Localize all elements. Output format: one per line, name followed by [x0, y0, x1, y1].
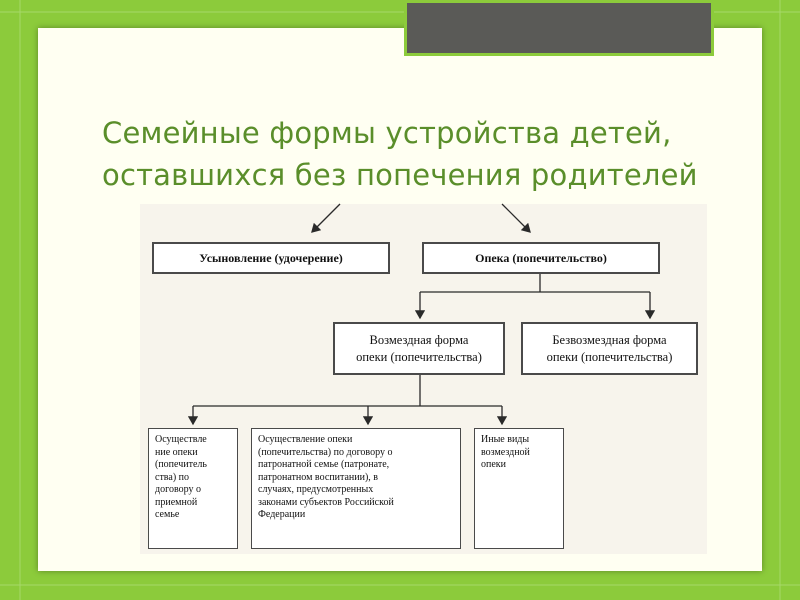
arrow-to-guardianship: [501, 203, 531, 233]
node-patronage-line-3: патронатной семье (патронате,: [258, 459, 390, 470]
node-foster-family-line-1: Осуществле: [155, 434, 207, 445]
diagram-connectors: [187, 203, 656, 426]
node-free-form-line-1: Безвозмездная форма: [552, 332, 667, 347]
node-patronage-line-6: законами субъектов Российской: [258, 496, 394, 508]
node-other-types-line-2: возмездной: [481, 446, 530, 458]
node-paid-form-line-1: Возмездная форма: [369, 332, 469, 347]
node-paid-form: Возмездная форма опеки (попечительства): [333, 322, 505, 375]
node-other-types: Иные виды возмездной опеки: [474, 428, 564, 549]
node-patronage: Осуществление опеки (попечительства) по …: [251, 428, 461, 549]
node-foster-family-line-5: договору о: [155, 484, 201, 495]
node-foster-family: Осуществле ние опеки (попечитель ства) п…: [148, 428, 238, 549]
node-foster-family-line-7: семье: [155, 509, 180, 520]
node-adoption-label: Усыновление (удочерение): [199, 250, 343, 265]
top-decoration-bar: [404, 0, 714, 56]
node-patronage-line-7: Федерации: [258, 509, 306, 520]
node-patronage-line-4: патронатном воспитании), в: [258, 471, 378, 483]
node-adoption: Усыновление (удочерение): [152, 242, 390, 274]
node-other-types-line-3: опеки: [481, 459, 506, 470]
node-foster-family-line-2: ние опеки: [155, 446, 198, 458]
title-line-1: Семейные формы устройства детей,: [102, 116, 672, 150]
node-paid-form-line-2: опеки (попечительства): [356, 349, 482, 364]
node-foster-family-line-3: (попечитель: [155, 459, 207, 470]
node-guardianship-label: Опека (попечительство): [475, 250, 607, 265]
node-other-types-line-1: Иные виды: [481, 434, 530, 445]
slide-title: Семейные формы устройства детей, оставши…: [102, 112, 742, 196]
node-patronage-line-5: случаях, предусмотренных: [258, 484, 374, 495]
node-guardianship: Опека (попечительство): [422, 242, 660, 274]
arrow-to-adoption: [311, 203, 341, 233]
node-free-form: Безвозмездная форма опеки (попечительств…: [521, 322, 698, 375]
node-patronage-line-2: (попечительства) по договору о: [258, 446, 393, 458]
diagram-area: Усыновление (удочерение) Опека (попечите…: [140, 203, 707, 554]
node-foster-family-line-4: ства) по: [155, 471, 190, 483]
title-line-2: оставшихся без попечения родителей: [102, 158, 698, 192]
node-free-form-line-2: опеки (попечительства): [546, 349, 673, 364]
node-foster-family-line-6: приемной: [155, 496, 198, 508]
node-patronage-line-1: Осуществление опеки: [258, 434, 353, 445]
